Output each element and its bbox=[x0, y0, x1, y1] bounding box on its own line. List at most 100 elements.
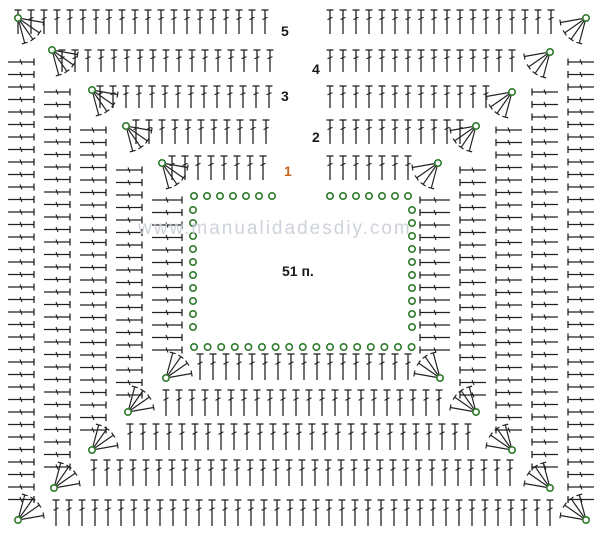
dc-stitch bbox=[44, 101, 71, 108]
dc-stitch bbox=[357, 389, 365, 416]
stitch-slash bbox=[579, 134, 583, 140]
chain-ring bbox=[325, 342, 334, 351]
stitch-slash bbox=[123, 92, 129, 96]
dc-stitch bbox=[279, 389, 287, 416]
dc-stitch bbox=[44, 413, 71, 421]
fan-stitch bbox=[562, 17, 587, 36]
stitch-slash bbox=[483, 16, 489, 21]
stitch-slash bbox=[85, 56, 91, 60]
chain-ring bbox=[189, 257, 198, 266]
fan-stitch bbox=[526, 470, 551, 489]
dc-stitch bbox=[419, 296, 450, 304]
stitch-slash bbox=[286, 467, 292, 471]
stitch-slash bbox=[340, 56, 346, 60]
dc-stitch bbox=[266, 49, 274, 72]
stitch-slash bbox=[443, 507, 449, 511]
chain-ring bbox=[14, 14, 23, 23]
stitch-top-bar bbox=[452, 138, 457, 144]
stitch-top-bar bbox=[532, 464, 538, 469]
dc-stitch bbox=[495, 301, 522, 309]
fan-stitch bbox=[576, 493, 587, 521]
watermark-text: www.manualidadesdiy.com bbox=[137, 218, 412, 239]
dc-stitch bbox=[567, 258, 594, 266]
fan-stitch bbox=[494, 91, 513, 116]
dc-stitch bbox=[184, 119, 192, 144]
stitch-slash bbox=[312, 467, 318, 471]
dc-stitch bbox=[8, 346, 35, 353]
stitch-slash bbox=[234, 467, 240, 471]
dc-stitch bbox=[531, 88, 558, 96]
dc-stitch bbox=[168, 459, 176, 486]
stitch-stem bbox=[91, 428, 108, 451]
dc-stitch bbox=[495, 251, 522, 259]
dc-stitch bbox=[391, 155, 399, 180]
stitch-slash bbox=[387, 431, 393, 435]
dc-stitch bbox=[567, 183, 594, 191]
dc-stitch bbox=[531, 151, 558, 158]
stitch-slash bbox=[127, 217, 131, 223]
dc-stitch bbox=[567, 333, 594, 341]
chain-ring bbox=[47, 45, 56, 54]
stitch-top-bar bbox=[140, 388, 146, 393]
dc-stitch bbox=[428, 459, 436, 486]
dc-stitch bbox=[207, 155, 215, 180]
stitch-slash bbox=[471, 167, 475, 173]
stitch-slash bbox=[195, 467, 201, 471]
stitch-slash bbox=[184, 16, 190, 21]
dc-stitch bbox=[220, 459, 228, 486]
stitch-slash bbox=[322, 431, 328, 435]
dc-stitch bbox=[188, 389, 196, 416]
dc-stitch bbox=[105, 9, 113, 34]
dc-stitch bbox=[334, 423, 342, 450]
stitch-slash bbox=[543, 439, 547, 445]
dc-stitch bbox=[152, 284, 183, 291]
fan-stitch bbox=[17, 17, 36, 42]
dc-stitch bbox=[363, 459, 371, 486]
stitch-slash bbox=[404, 507, 410, 511]
dc-stitch bbox=[455, 499, 463, 526]
dc-stitch bbox=[152, 209, 183, 216]
stitch-slash bbox=[127, 229, 131, 236]
stitch-slash bbox=[19, 121, 23, 128]
stitch-slash bbox=[301, 361, 307, 365]
stitch-top-bar bbox=[147, 394, 152, 400]
stitch-top-bar bbox=[30, 37, 36, 42]
stitch-slash bbox=[171, 16, 177, 21]
dc-stitch bbox=[110, 49, 118, 72]
stitch-slash bbox=[55, 301, 59, 308]
stitch-slash bbox=[470, 56, 476, 60]
dc-stitch bbox=[234, 499, 242, 526]
stitch-slash bbox=[417, 507, 423, 511]
dc-stitch bbox=[90, 459, 98, 486]
chain-ring bbox=[338, 192, 347, 201]
stitch-slash bbox=[507, 177, 511, 183]
stitch-slash bbox=[92, 507, 98, 511]
stitch-slash bbox=[366, 16, 372, 21]
dc-stitch bbox=[80, 326, 107, 334]
stitch-slash bbox=[144, 507, 150, 511]
dc-stitch bbox=[226, 85, 234, 108]
stitch-slash bbox=[371, 397, 377, 401]
fan-stitch bbox=[428, 162, 439, 190]
dc-stitch bbox=[104, 499, 112, 526]
stitch-slash bbox=[579, 159, 583, 165]
dc-stitch bbox=[469, 9, 477, 34]
chain-ring bbox=[393, 342, 402, 351]
dc-stitch bbox=[495, 126, 522, 134]
dc-stitch bbox=[169, 499, 177, 526]
dc-stitch bbox=[44, 438, 71, 446]
stitch-slash bbox=[172, 126, 178, 131]
dc-stitch bbox=[300, 353, 308, 380]
dc-stitch bbox=[339, 155, 347, 180]
dc-stitch bbox=[266, 389, 274, 416]
stitch-top-bar bbox=[131, 385, 138, 389]
stitch-slash bbox=[313, 507, 319, 511]
stitch-slash bbox=[340, 16, 346, 21]
dc-stitch bbox=[213, 85, 221, 108]
dc-stitch bbox=[417, 85, 425, 108]
stitch-slash bbox=[444, 56, 450, 60]
dc-stitch bbox=[531, 138, 558, 146]
stitch-slash bbox=[579, 309, 583, 315]
stitch-slash bbox=[165, 234, 169, 241]
dc-stitch bbox=[326, 85, 334, 108]
